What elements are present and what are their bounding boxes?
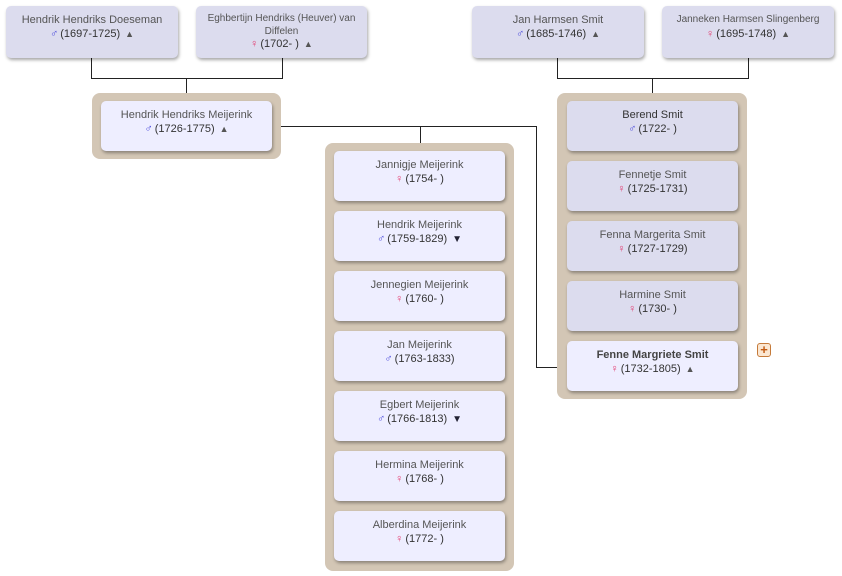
person-card-child[interactable]: Egbert Meijerink ♂(1766-1813) ▼ bbox=[334, 391, 505, 441]
person-card-child[interactable]: Hendrik Meijerink ♂(1759-1829) ▼ bbox=[334, 211, 505, 261]
male-icon: ♂ bbox=[376, 413, 386, 425]
person-dates: (1772- ) bbox=[405, 533, 444, 545]
expand-up-icon[interactable]: ▲ bbox=[685, 364, 695, 374]
female-icon: ♀ bbox=[395, 173, 404, 185]
person-name: Harmine Smit bbox=[619, 289, 686, 301]
person-name: Hendrik Hendriks Doeseman bbox=[21, 14, 163, 26]
connector bbox=[748, 58, 749, 79]
person-card-child[interactable]: Jennegien Meijerink ♀(1760- ) bbox=[334, 271, 505, 321]
person-name: Eghbertijn Hendriks (Heuver) van Diffele… bbox=[207, 13, 356, 37]
connector bbox=[420, 126, 421, 151]
person-name: Hendrik Meijerink bbox=[377, 219, 462, 231]
person-name: Egbert Meijerink bbox=[379, 399, 460, 411]
female-icon: ♀ bbox=[628, 303, 637, 315]
person-name: Alberdina Meijerink bbox=[372, 519, 467, 531]
person-dates: (1766-1813) bbox=[387, 413, 448, 425]
connector bbox=[536, 126, 537, 368]
person-name: Janneken Harmsen Slingenberg bbox=[676, 14, 820, 25]
person-dates: (1732-1805) bbox=[620, 363, 681, 375]
expand-down-icon[interactable]: ▼ bbox=[452, 414, 463, 425]
person-name: Fennetje Smit bbox=[618, 169, 687, 181]
person-card-grandfather-maternal[interactable]: Jan Harmsen Smit ♂(1685-1746) ▲ bbox=[472, 6, 644, 58]
person-card-sibling[interactable]: Harmine Smit ♀(1730- ) bbox=[567, 281, 738, 331]
person-dates: (1726-1775) bbox=[154, 123, 215, 135]
connector bbox=[91, 78, 283, 79]
male-icon: ♂ bbox=[515, 28, 525, 40]
person-card-mother[interactable]: Fenne Margriete Smit ♀(1732-1805) ▲ bbox=[567, 341, 738, 391]
connector bbox=[652, 78, 653, 100]
male-icon: ♂ bbox=[376, 233, 386, 245]
expand-down-icon[interactable]: ▼ bbox=[452, 234, 463, 245]
female-icon: ♀ bbox=[395, 293, 404, 305]
person-card-sibling[interactable]: Fenna Margerita Smit ♀(1727-1729) bbox=[567, 221, 738, 271]
person-dates: (1722- ) bbox=[638, 123, 677, 135]
person-card-grandmother-maternal[interactable]: Janneken Harmsen Slingenberg ♀(1695-1748… bbox=[662, 6, 834, 58]
person-card-child[interactable]: Jannigje Meijerink ♀(1754- ) bbox=[334, 151, 505, 201]
person-card-grandmother-paternal[interactable]: Eghbertijn Hendriks (Heuver) van Diffele… bbox=[196, 6, 367, 58]
person-dates: (1697-1725) bbox=[60, 28, 121, 40]
person-dates: (1763-1833) bbox=[394, 353, 455, 365]
person-card-sibling[interactable]: Berend Smit ♂(1722- ) bbox=[567, 101, 738, 151]
person-dates: (1759-1829) bbox=[387, 233, 448, 245]
female-icon: ♀ bbox=[610, 363, 619, 375]
expand-up-icon[interactable]: ▲ bbox=[591, 29, 601, 39]
connector bbox=[272, 126, 537, 127]
connector bbox=[91, 58, 92, 79]
connector bbox=[282, 58, 283, 79]
person-name: Fenne Margriete Smit bbox=[596, 349, 709, 361]
connector bbox=[186, 78, 187, 100]
person-dates: (1760- ) bbox=[405, 293, 444, 305]
person-name: Hermina Meijerink bbox=[375, 459, 464, 471]
female-icon: ♀ bbox=[617, 183, 626, 195]
female-icon: ♀ bbox=[617, 243, 626, 255]
expand-up-icon[interactable]: ▲ bbox=[781, 29, 791, 39]
person-dates: (1768- ) bbox=[405, 473, 444, 485]
male-icon: ♂ bbox=[49, 28, 59, 40]
person-name: Jan Harmsen Smit bbox=[512, 14, 604, 26]
person-card-father[interactable]: Hendrik Hendriks Meijerink ♂(1726-1775) ▲ bbox=[101, 101, 272, 151]
person-card-sibling[interactable]: Fennetje Smit ♀(1725-1731) bbox=[567, 161, 738, 211]
person-dates: (1725-1731) bbox=[627, 183, 688, 195]
connector bbox=[557, 58, 558, 79]
add-spouse-icon[interactable]: + bbox=[757, 343, 771, 357]
person-dates: (1727-1729) bbox=[627, 243, 688, 255]
person-name: Jannigje Meijerink bbox=[375, 159, 464, 171]
female-icon: ♀ bbox=[395, 473, 404, 485]
person-name: Jan Meijerink bbox=[387, 339, 452, 351]
connector bbox=[536, 367, 568, 368]
person-dates: (1730- ) bbox=[638, 303, 677, 315]
male-icon: ♂ bbox=[384, 353, 393, 365]
person-name: Jennegien Meijerink bbox=[370, 279, 469, 291]
person-dates: (1685-1746) bbox=[526, 28, 587, 40]
male-icon: ♂ bbox=[628, 123, 637, 135]
expand-up-icon[interactable]: ▲ bbox=[219, 124, 229, 134]
person-card-child[interactable]: Hermina Meijerink ♀(1768- ) bbox=[334, 451, 505, 501]
female-icon: ♀ bbox=[395, 533, 404, 545]
male-icon: ♂ bbox=[144, 123, 153, 135]
person-dates: (1754- ) bbox=[405, 173, 444, 185]
expand-up-icon[interactable]: ▲ bbox=[125, 29, 135, 39]
female-icon: ♀ bbox=[705, 28, 715, 40]
person-name: Hendrik Hendriks Meijerink bbox=[120, 109, 253, 121]
person-dates: (1702- ) bbox=[260, 38, 299, 50]
connector bbox=[557, 78, 749, 79]
person-name: Fenna Margerita Smit bbox=[599, 229, 706, 241]
person-card-child[interactable]: Jan Meijerink ♂(1763-1833) bbox=[334, 331, 505, 381]
expand-up-icon[interactable]: ▲ bbox=[303, 39, 313, 49]
person-card-child[interactable]: Alberdina Meijerink ♀(1772- ) bbox=[334, 511, 505, 561]
person-name: Berend Smit bbox=[622, 109, 683, 121]
female-icon: ♀ bbox=[250, 38, 259, 50]
person-card-grandfather-paternal[interactable]: Hendrik Hendriks Doeseman ♂(1697-1725) ▲ bbox=[6, 6, 178, 58]
person-dates: (1695-1748) bbox=[716, 28, 777, 40]
